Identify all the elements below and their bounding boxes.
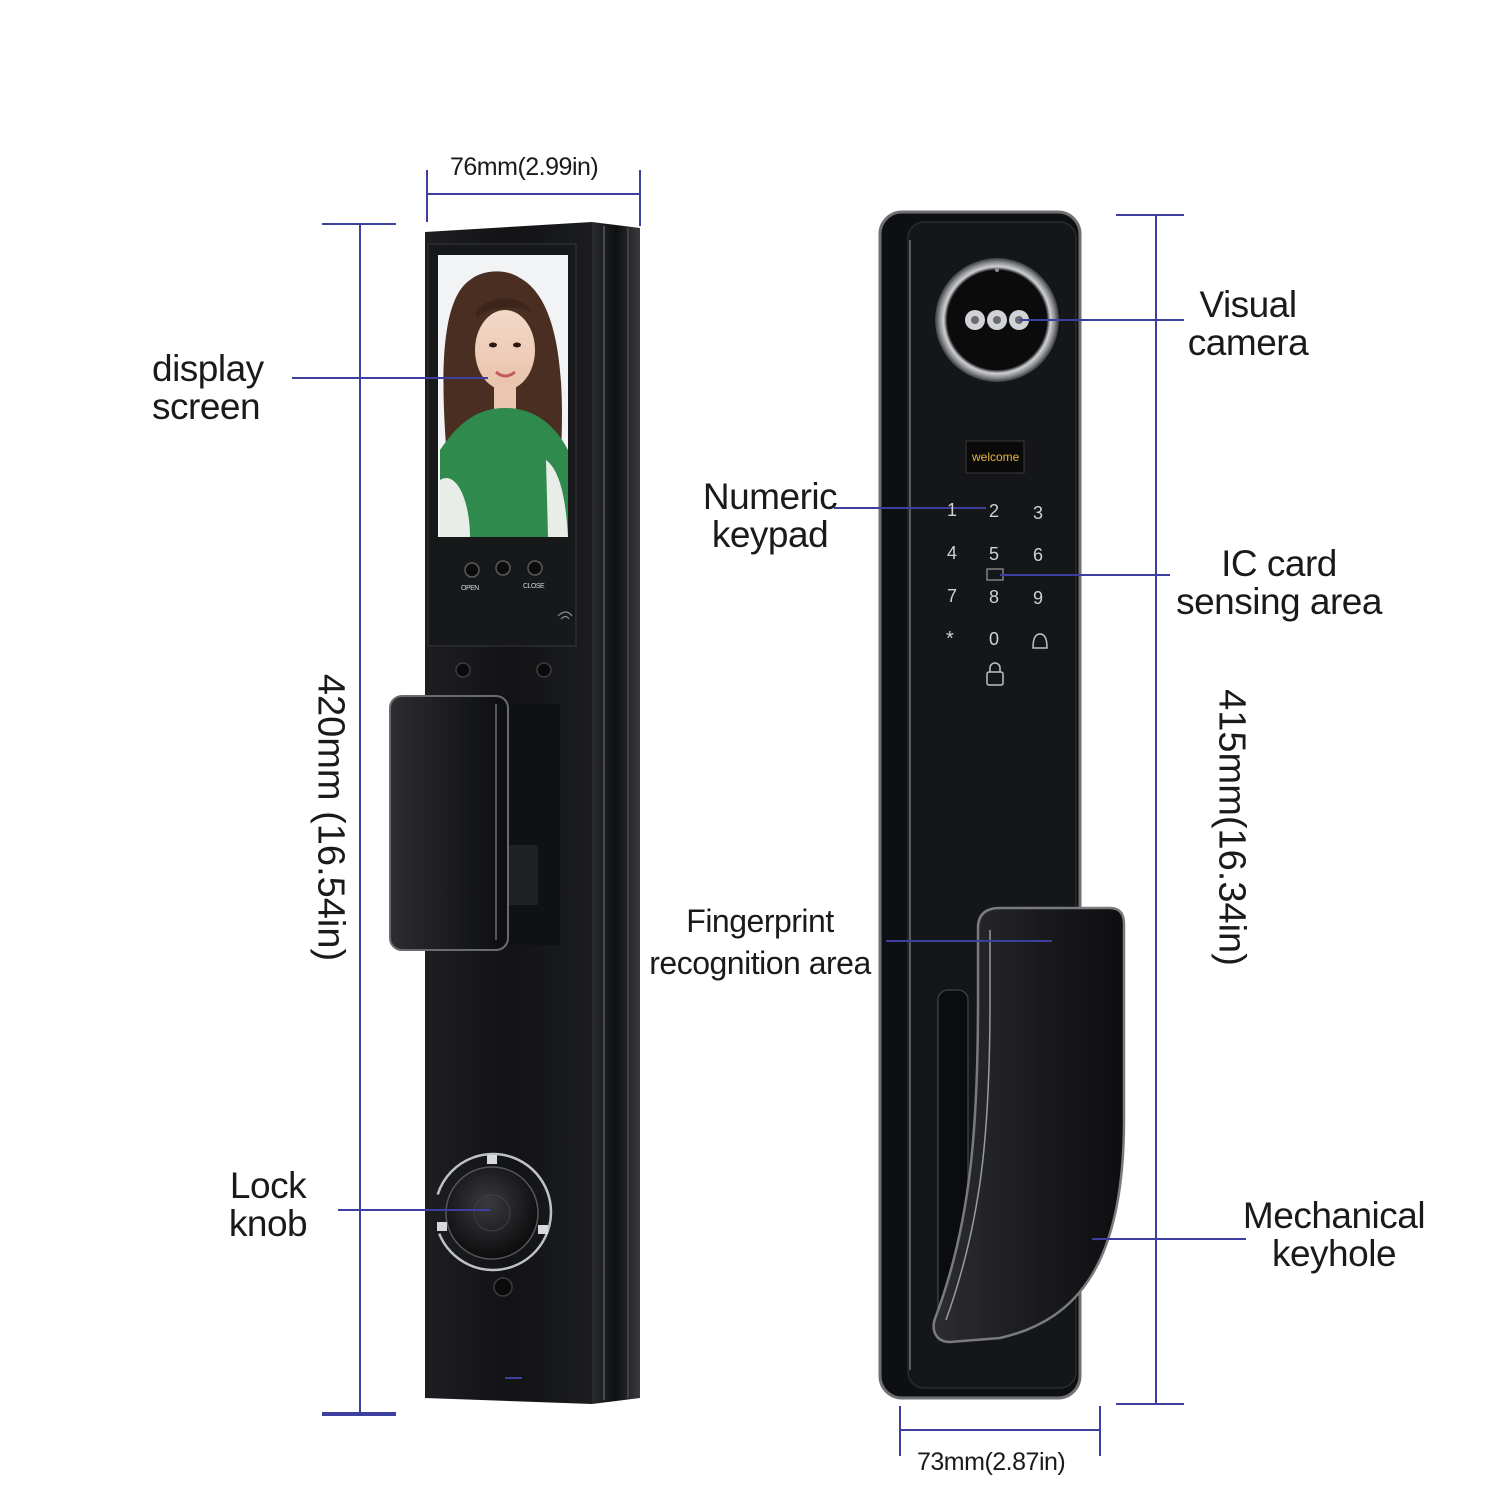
keypad-key: 0 — [989, 629, 999, 649]
welcome-display-text: welcome — [972, 450, 1020, 464]
front-width-dimension: 76mm(2.99in) — [450, 153, 599, 181]
keypad-key: 4 — [947, 543, 957, 563]
ic-card-label: IC card sensing area — [1176, 543, 1382, 622]
lock-knob-label: Lock knob — [228, 1165, 308, 1244]
open-button-caption: OPEN — [461, 585, 479, 592]
close-button-caption: CLOSE — [523, 583, 545, 590]
keypad-key: 1 — [947, 500, 957, 520]
visual-camera-label: Visual camera — [1187, 284, 1309, 363]
mechanical-keyhole-label: Mechanical keyhole — [1242, 1195, 1426, 1274]
back-lock — [878, 210, 1126, 1400]
keypad-key: 9 — [1033, 588, 1043, 608]
callout-lines — [292, 319, 1246, 1240]
back-width-dimension: 73mm(2.87in) — [917, 1448, 1066, 1476]
front-height-dimension: 420mm (16.54in) — [309, 673, 352, 962]
front-lock — [389, 222, 640, 1404]
display-screen-photo — [438, 255, 568, 537]
numeric-keypad-label: Numeric keypad — [702, 476, 838, 555]
keypad-key: 3 — [1033, 503, 1043, 523]
keypad-key: 2 — [989, 501, 999, 521]
display-screen-label: display screen — [152, 348, 264, 427]
keypad-key: 7 — [947, 586, 957, 606]
keypad-key: 5 — [989, 544, 999, 564]
keypad-key: 8 — [989, 587, 999, 607]
dimension-lines — [322, 170, 1184, 1456]
keypad-key: 6 — [1033, 545, 1043, 565]
back-height-dimension: 415mm(16.34in) — [1210, 689, 1253, 966]
fingerprint-label: Fingerprint recognition area — [649, 903, 871, 981]
keypad-key: * — [946, 628, 954, 650]
